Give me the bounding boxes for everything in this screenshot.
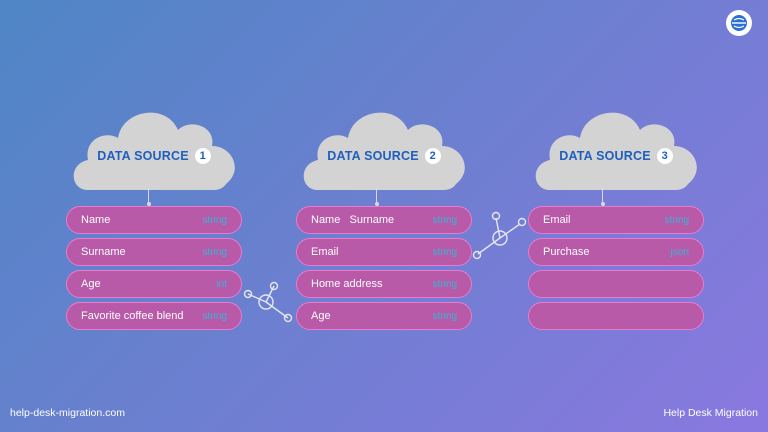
- field-name: Home address: [311, 278, 383, 290]
- cloud-icon: [535, 112, 697, 190]
- field-name: Purchase: [543, 246, 590, 258]
- field-row[interactable]: Name Surname string: [296, 206, 472, 234]
- field-name: Favorite coffee blend: [81, 310, 184, 322]
- source-title: DATA SOURCE 3: [528, 148, 704, 164]
- brand-name: Help Desk Migration: [663, 407, 758, 419]
- network-hub-icon: [472, 211, 527, 260]
- field-row[interactable]: Home address string: [296, 270, 472, 298]
- field-row[interactable]: Email string: [528, 206, 704, 234]
- field-type: string: [432, 246, 457, 258]
- source-1-fields: Name string Surname string Age int Favor…: [66, 206, 242, 330]
- field-type: string: [202, 246, 227, 258]
- source-number-badge: 2: [424, 148, 441, 164]
- field-row-empty[interactable]: [528, 302, 704, 330]
- source-number-badge: 1: [194, 148, 211, 164]
- field-type: string: [664, 214, 689, 226]
- field-type: string: [432, 214, 457, 226]
- source-number-badge: 3: [656, 148, 673, 164]
- field-type: json: [670, 246, 689, 258]
- field-type: string: [202, 310, 227, 322]
- field-type: string: [202, 214, 227, 226]
- connector-stem: [376, 188, 377, 206]
- globe-logo-icon: [726, 10, 752, 36]
- field-type: string: [432, 278, 457, 290]
- field-row[interactable]: Age string: [296, 302, 472, 330]
- source-2-fields: Name Surname string Email string Home ad…: [296, 206, 472, 330]
- source-title: DATA SOURCE 2: [296, 148, 472, 164]
- field-row[interactable]: Age int: [66, 270, 242, 298]
- field-type: string: [432, 310, 457, 322]
- field-type: int: [216, 278, 227, 290]
- connector-dot: [146, 202, 151, 206]
- field-name: Email: [311, 246, 339, 258]
- field-name: Age: [81, 278, 101, 290]
- field-row[interactable]: Email string: [296, 238, 472, 266]
- connector-dot: [374, 202, 379, 206]
- connector-stem: [602, 188, 603, 206]
- field-name: Name Surname: [311, 214, 395, 226]
- network-hub-icon: [243, 281, 293, 323]
- website-link[interactable]: help-desk-migration.com: [10, 407, 125, 419]
- field-row[interactable]: Purchase json: [528, 238, 704, 266]
- field-row[interactable]: Surname string: [66, 238, 242, 266]
- source-3-fields: Email string Purchase json: [528, 206, 704, 330]
- cloud-icon: [73, 112, 235, 190]
- source-title-text: DATA SOURCE: [97, 149, 189, 163]
- connector-dot: [600, 202, 605, 206]
- source-title: DATA SOURCE 1: [66, 148, 242, 164]
- source-title-text: DATA SOURCE: [327, 149, 419, 163]
- field-row[interactable]: Name string: [66, 206, 242, 234]
- cloud-icon: [303, 112, 465, 190]
- field-row[interactable]: Favorite coffee blend string: [66, 302, 242, 330]
- field-name: Email: [543, 214, 571, 226]
- source-title-text: DATA SOURCE: [559, 149, 651, 163]
- field-name: Age: [311, 310, 331, 322]
- field-row-empty[interactable]: [528, 270, 704, 298]
- field-name: Surname: [81, 246, 126, 258]
- connector-stem: [148, 188, 149, 206]
- field-name: Name: [81, 214, 111, 226]
